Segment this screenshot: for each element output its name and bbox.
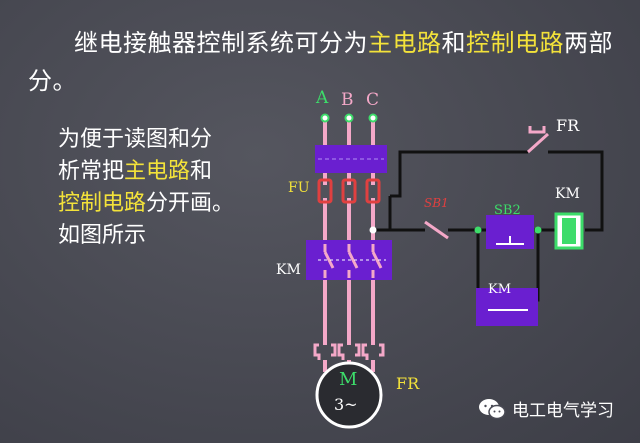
km-coil-label: KM	[555, 186, 580, 202]
fuses	[317, 178, 381, 204]
explanation-line-3b: 分开画。	[146, 191, 235, 216]
explanation-line-3: 控制电路分开画。	[58, 188, 273, 220]
phase-terminals	[320, 113, 378, 123]
title-highlight-control-circuit: 控制电路	[466, 29, 564, 57]
wechat-icon	[478, 398, 506, 420]
sb1-stop-button	[424, 220, 449, 240]
junction-dots	[369, 226, 542, 234]
title-text-3: 两部分。	[28, 29, 613, 95]
explanation-text: 为便于读图和分 析常把主电路和 控制电路分开画。 如图所示	[58, 124, 273, 252]
explanation-line-1: 为便于读图和分	[58, 127, 213, 152]
explanation-line-4: 如图所示	[58, 223, 147, 248]
explanation-line-2a: 析常把	[58, 159, 125, 184]
title-text-1: 继电接触器控制系统可分为	[74, 29, 368, 57]
phase-a-label: A	[316, 88, 329, 108]
fr-bottom-label: FR	[396, 374, 420, 393]
title-text-2: 和	[441, 29, 466, 57]
km-aux-label: KM	[488, 282, 512, 297]
thermal-relay-heaters	[313, 343, 385, 360]
km-aux-contact-box	[476, 288, 538, 326]
explanation-line-2b: 和	[190, 159, 213, 184]
fr-nc-contact	[526, 126, 550, 154]
fr-top-label: FR	[556, 116, 580, 135]
fu-label: FU	[288, 180, 310, 196]
km-contacts	[323, 244, 383, 278]
motor-m-label: M	[339, 369, 358, 390]
motor-phase-label: 3~	[334, 395, 358, 414]
watermark-text: 电工电气学习	[512, 401, 614, 421]
phase-b-label: B	[341, 90, 354, 110]
sb2-label: SB2	[494, 203, 521, 218]
explanation-highlight-control: 控制电路	[58, 191, 147, 216]
slide-title: 继电接触器控制系统可分为主电路和控制电路两部分。	[28, 24, 618, 100]
explanation-highlight-main: 主电路	[124, 159, 191, 184]
km-main-label: KM	[276, 262, 301, 278]
motor-circle	[315, 361, 383, 429]
title-highlight-main-circuit: 主电路	[368, 29, 442, 57]
sb2-contact	[496, 236, 524, 245]
sb1-label: SB1	[424, 196, 449, 210]
explanation-line-2: 析常把主电路和	[58, 156, 273, 188]
watermark: 电工电气学习	[478, 396, 614, 421]
phase-c-label: C	[366, 90, 380, 110]
